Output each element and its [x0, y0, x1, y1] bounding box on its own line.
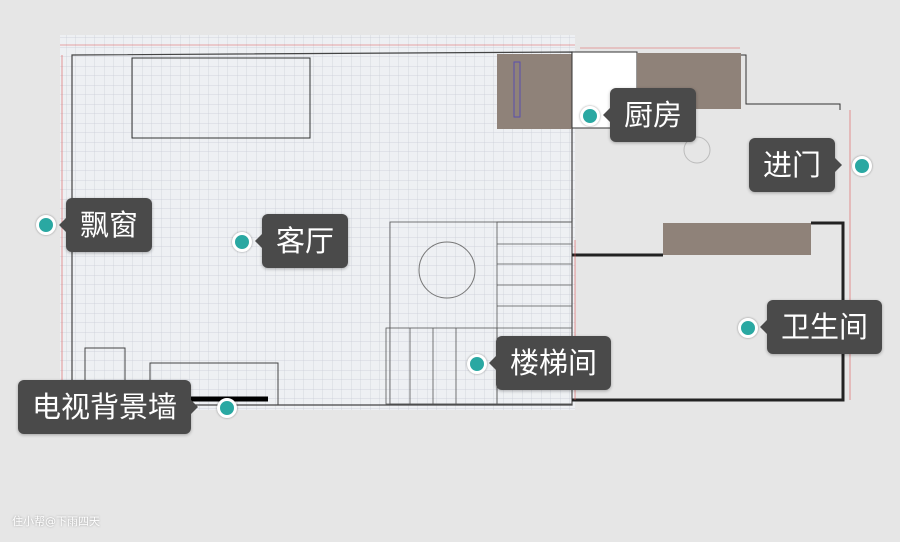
kitchen-marker[interactable]: [580, 106, 600, 126]
round-table: [418, 241, 476, 299]
label-entrance[interactable]: 进门: [749, 138, 843, 192]
label-stairwell[interactable]: 楼梯间: [488, 336, 612, 390]
bathroom-marker[interactable]: [738, 318, 758, 338]
sink: [513, 61, 521, 118]
sofa: [131, 57, 311, 139]
living-room-marker[interactable]: [232, 232, 252, 252]
label-living-room[interactable]: 客厅: [254, 214, 349, 268]
stairwell-marker[interactable]: [467, 354, 487, 374]
door-swing: [683, 136, 711, 164]
label-kitchen[interactable]: 厨房: [602, 88, 697, 142]
bathroom-counter: [663, 223, 811, 255]
bay-window-marker[interactable]: [36, 215, 56, 235]
tv-wall-marker[interactable]: [217, 398, 237, 418]
label-bathroom[interactable]: 卫生间: [759, 300, 883, 354]
entrance-marker[interactable]: [852, 156, 872, 176]
living-room-walls: [71, 51, 573, 406]
kitchen-counter-left: [497, 54, 572, 129]
stairs: [385, 221, 573, 405]
label-bay-window[interactable]: 飘窗: [58, 198, 153, 252]
watermark: 住小帮@下雨四天: [12, 515, 100, 528]
label-tv-wall[interactable]: 电视背景墙: [18, 380, 199, 434]
